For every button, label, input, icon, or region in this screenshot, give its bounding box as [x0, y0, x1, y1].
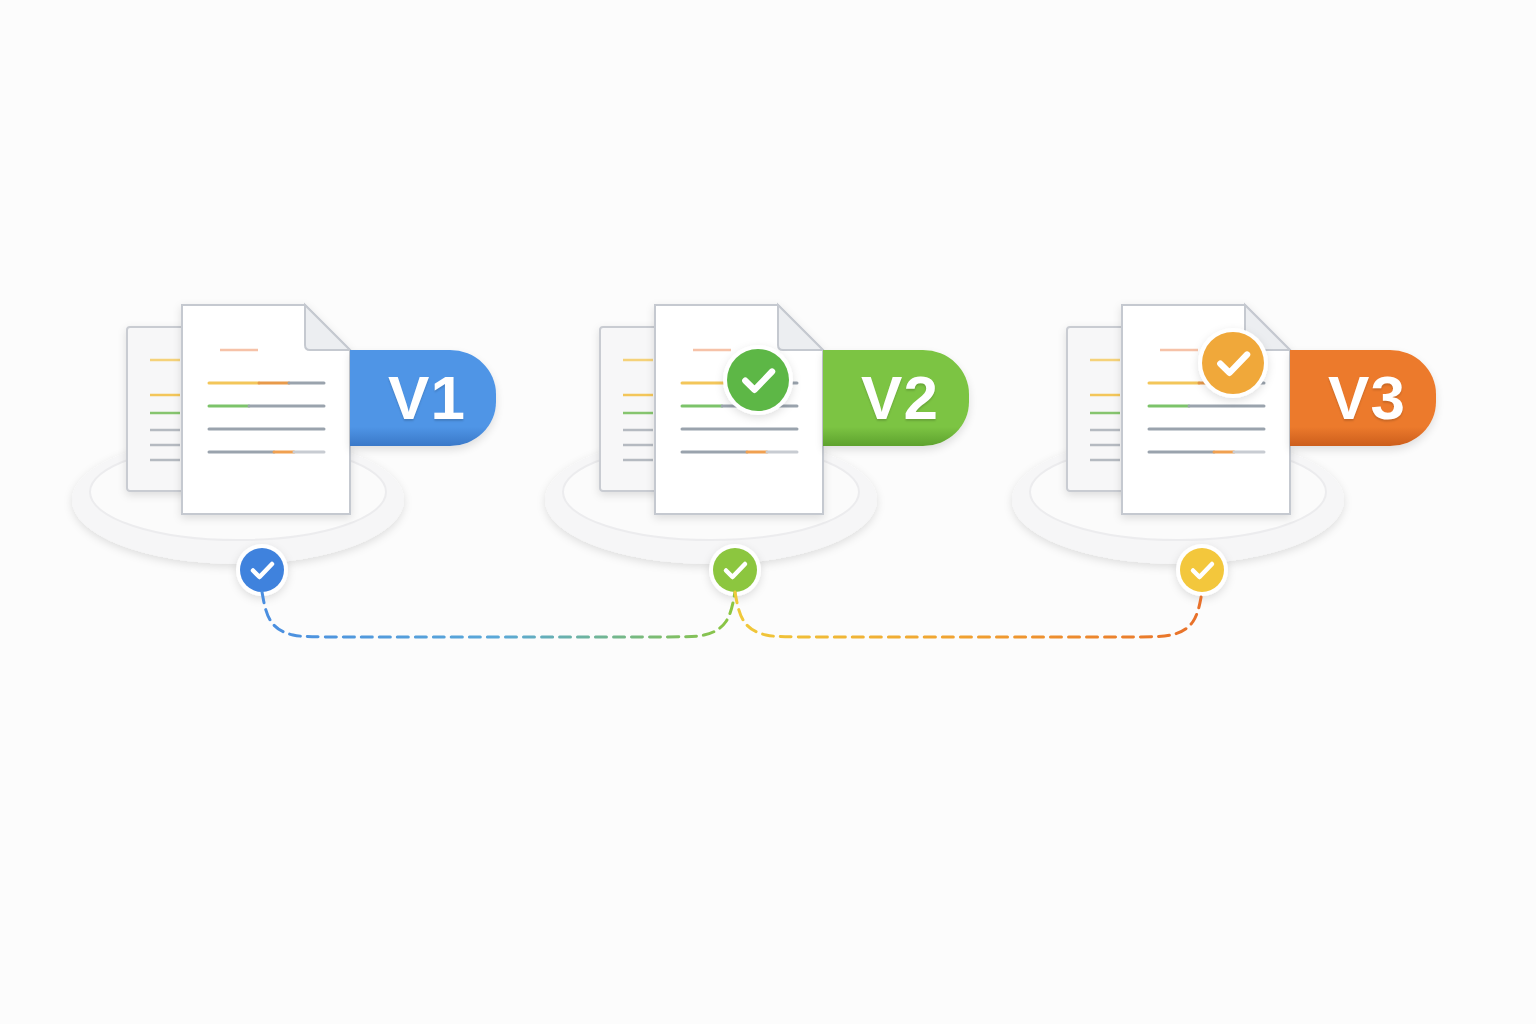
check-circle — [1176, 544, 1228, 596]
version-label: V1 — [388, 367, 466, 429]
approval-badge — [1198, 328, 1268, 398]
version-tag: V1 — [350, 350, 496, 446]
version-group — [72, 305, 404, 596]
dashed-connector — [262, 592, 735, 637]
version-label: V2 — [861, 367, 939, 429]
dashed-connector — [735, 592, 1202, 637]
version-group — [545, 305, 877, 596]
check-circle — [236, 544, 288, 596]
badge-layer — [723, 328, 1268, 415]
version-node: V1 — [70, 300, 500, 592]
version-group — [1012, 305, 1344, 596]
front-document — [1122, 305, 1290, 514]
check-circle — [709, 544, 761, 596]
version-node: V3 — [1010, 300, 1440, 592]
front-document — [182, 305, 350, 514]
version-node: V2 — [543, 300, 973, 592]
version-tag: V3 — [1290, 350, 1436, 446]
version-tag: V2 — [823, 350, 969, 446]
version-label: V3 — [1328, 367, 1406, 429]
approval-badge — [723, 345, 793, 415]
front-document — [655, 305, 823, 514]
